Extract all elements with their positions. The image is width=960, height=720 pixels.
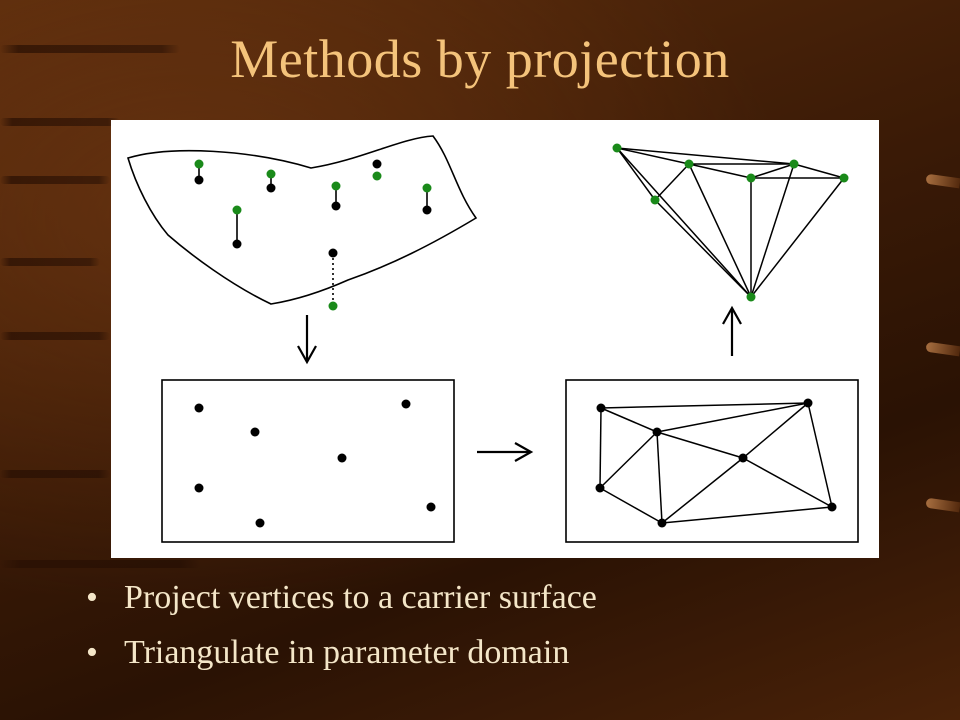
surface-outline bbox=[127, 135, 478, 305]
domain-triangulation bbox=[599, 402, 833, 524]
bullet-item: • Triangulate in parameter domain bbox=[86, 625, 597, 680]
slide-title: Methods by projection bbox=[230, 29, 730, 89]
bg-right-streak bbox=[925, 497, 960, 513]
bg-streak bbox=[0, 560, 200, 568]
surface-vertices bbox=[194, 159, 432, 311]
arrow-down-head bbox=[297, 345, 317, 365]
lifted-mesh bbox=[616, 147, 845, 298]
bg-right-streak bbox=[925, 173, 960, 189]
projection-diagram bbox=[111, 120, 879, 558]
parameter-points bbox=[194, 399, 436, 528]
triangulated-domain-box bbox=[565, 379, 859, 543]
bullet-dot: • bbox=[86, 634, 98, 671]
bullet-text: Triangulate in parameter domain bbox=[124, 634, 570, 671]
parameter-domain-box bbox=[161, 379, 455, 543]
bullet-list: • Project vertices to a carrier surface •… bbox=[86, 570, 597, 680]
bg-streak bbox=[0, 258, 100, 266]
bg-streak bbox=[0, 332, 110, 340]
bullet-item: • Project vertices to a carrier surface bbox=[86, 570, 597, 625]
arrow-up-head bbox=[722, 305, 742, 325]
bg-streak bbox=[0, 118, 120, 126]
bg-streak bbox=[0, 470, 110, 478]
triangulated-points bbox=[595, 398, 837, 528]
bg-streak bbox=[0, 45, 180, 53]
projected-vertices bbox=[194, 159, 432, 258]
lifted-vertices bbox=[612, 143, 849, 302]
arrow-right-head bbox=[514, 442, 534, 462]
bullet-text: Project vertices to a carrier surface bbox=[124, 579, 597, 616]
bullet-dot: • bbox=[86, 579, 98, 616]
bg-streak bbox=[0, 176, 110, 184]
bg-right-streak bbox=[925, 341, 960, 357]
